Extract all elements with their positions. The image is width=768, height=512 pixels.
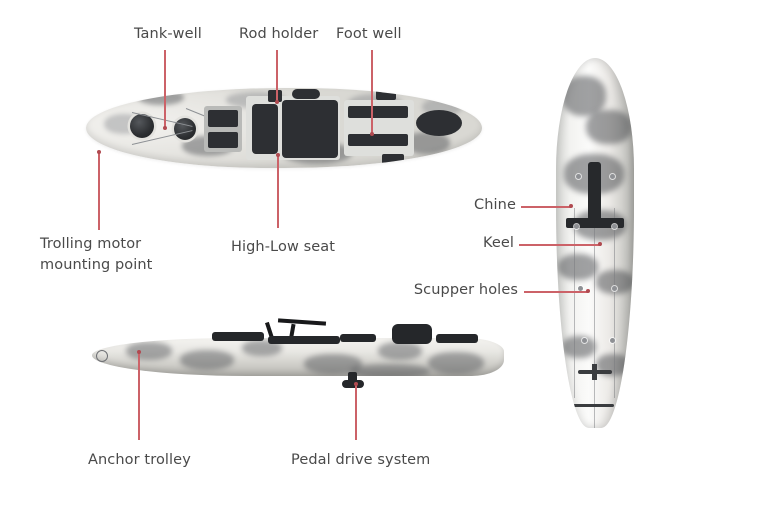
label-scupper-holes: Scupper holes xyxy=(413,282,518,298)
side-view-hull xyxy=(92,338,504,376)
label-chine: Chine xyxy=(474,197,516,213)
leader-line-tank-well xyxy=(164,50,166,128)
leader-line-anchor-trolley xyxy=(138,352,140,440)
leader-line-pedal-drive xyxy=(355,384,357,440)
leader-dot-high-low-seat xyxy=(276,153,280,157)
kayak-top-view-image xyxy=(86,88,482,168)
label-pedal-drive-system: Pedal drive system xyxy=(291,452,431,468)
leader-line-foot-well xyxy=(371,50,373,134)
kayak-hull-view-image xyxy=(556,58,634,428)
leader-dot-rod-holder xyxy=(275,100,279,104)
leader-dot-trolling-motor xyxy=(97,150,101,154)
leader-dot-tank-well xyxy=(163,126,167,130)
leader-line-chine xyxy=(521,206,571,208)
top-view-hull xyxy=(86,88,482,168)
leader-line-keel xyxy=(519,244,601,246)
label-trolling-motor-line1: Trolling motor xyxy=(40,236,142,252)
leader-line-trolling-motor xyxy=(98,152,100,230)
leader-line-rod-holder xyxy=(276,50,278,102)
leader-dot-foot-well xyxy=(370,132,374,136)
label-tank-well: Tank-well xyxy=(134,26,202,42)
label-trolling-motor-line2: mounting point xyxy=(40,257,153,273)
leader-line-high-low-seat xyxy=(277,155,279,228)
leader-line-scupper-holes xyxy=(524,291,588,293)
leader-dot-chine xyxy=(569,204,573,208)
leader-dot-anchor-trolley xyxy=(137,350,141,354)
label-keel: Keel xyxy=(482,235,514,251)
label-foot-well: Foot well xyxy=(336,26,402,42)
label-high-low-seat: High-Low seat xyxy=(231,239,336,255)
label-rod-holder: Rod holder xyxy=(239,26,319,42)
leader-dot-scupper-holes xyxy=(586,289,590,293)
leader-dot-pedal-drive xyxy=(354,382,358,386)
kayak-side-view-image xyxy=(92,318,504,388)
label-anchor-trolley: Anchor trolley xyxy=(88,452,191,468)
leader-dot-keel xyxy=(598,242,602,246)
hull-shell xyxy=(556,58,634,428)
